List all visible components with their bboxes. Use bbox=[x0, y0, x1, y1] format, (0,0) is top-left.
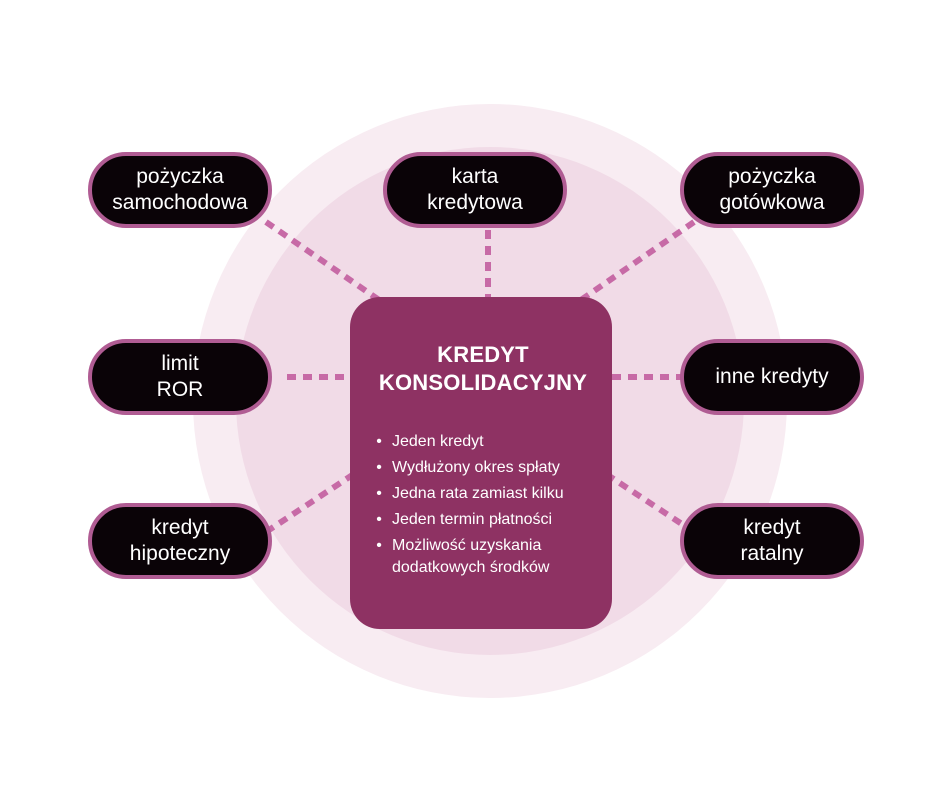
benefit-text: Jedna rata zamiast kilku bbox=[392, 485, 564, 502]
bullet-icon: • bbox=[376, 433, 382, 450]
benefit-item: • Jeden kredyt bbox=[372, 431, 594, 453]
benefit-text: Możliwość uzyskania dodatkowych środków bbox=[392, 537, 550, 576]
benefit-item: • Możliwość uzyskania dodatkowych środków bbox=[372, 535, 594, 579]
connector-bottom-left bbox=[264, 467, 362, 535]
node-pozyczka-gotowkowa[interactable]: pożyczka gotówkowa bbox=[680, 152, 864, 228]
node-kredyt-hipoteczny[interactable]: kredyt hipoteczny bbox=[88, 503, 272, 579]
connector-top-right bbox=[576, 219, 696, 305]
center-box-kredyt-konsolidacyjny: KREDYT KONSOLIDACYJNY • Jeden kredyt • Wyd… bbox=[350, 297, 612, 629]
benefit-item: • Wydłużony okres spłaty bbox=[372, 457, 594, 479]
node-karta-kredytowa[interactable]: karta kredytowa bbox=[383, 152, 567, 228]
bullet-icon: • bbox=[376, 459, 382, 476]
benefit-item: • Jedna rata zamiast kilku bbox=[372, 483, 594, 505]
connector-bottom-right bbox=[598, 467, 696, 535]
bullet-icon: • bbox=[376, 511, 382, 528]
benefit-item: • Jeden termin płatności bbox=[372, 509, 594, 531]
node-inne-kredyty[interactable]: inne kredyty bbox=[680, 339, 864, 415]
center-title: KREDYT KONSOLIDACYJNY bbox=[378, 342, 588, 395]
node-pozyczka-samochodowa[interactable]: pożyczka samochodowa bbox=[88, 152, 272, 228]
bullet-icon: • bbox=[376, 537, 382, 554]
node-kredyt-ratalny[interactable]: kredyt ratalny bbox=[680, 503, 864, 579]
benefit-text: Jeden termin płatności bbox=[392, 511, 553, 528]
bullet-icon: • bbox=[376, 485, 382, 502]
benefits-list: • Jeden kredyt • Wydłużony okres spłaty • J… bbox=[372, 431, 594, 579]
node-limit-ror[interactable]: limit ROR bbox=[88, 339, 272, 415]
benefit-text: Jeden kredyt bbox=[392, 433, 484, 450]
benefit-text: Wydłużony okres spłaty bbox=[392, 459, 560, 476]
connector-top-left bbox=[264, 219, 384, 305]
